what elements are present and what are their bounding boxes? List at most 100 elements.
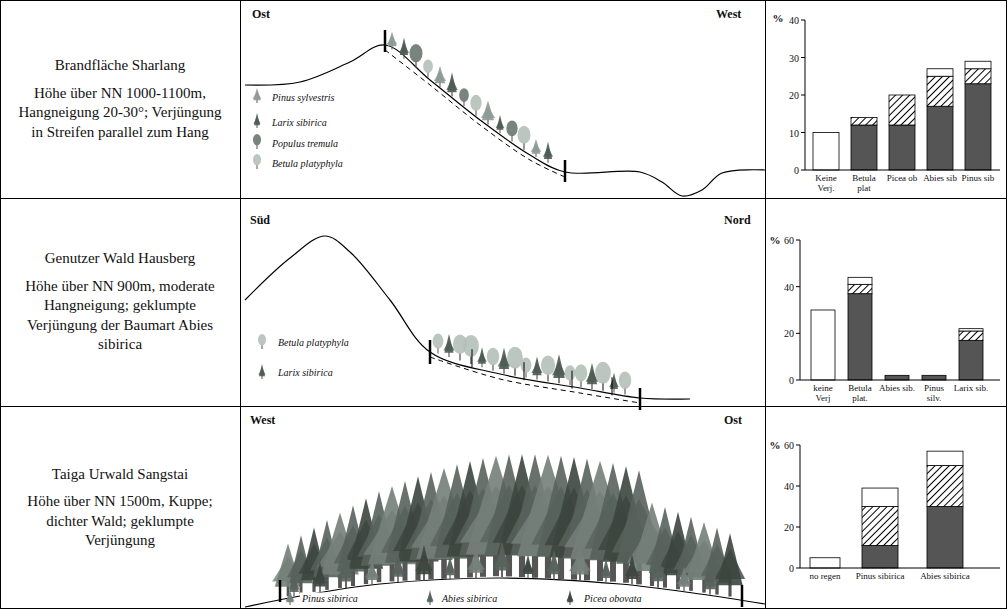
category-label: Larix sib. (953, 384, 989, 394)
legend-label: Pinus sibirica (300, 593, 360, 604)
tree-icon (506, 120, 517, 141)
table-rule (240, 0, 241, 609)
category-label: Pinus sibirica (850, 572, 910, 582)
tree-crown (566, 594, 573, 601)
category-label: Abies sib (922, 174, 958, 184)
tree-icon (253, 154, 261, 169)
tree-icon (493, 541, 510, 577)
axis-tick (801, 20, 805, 21)
tree-icon (444, 556, 456, 580)
tree-icon (426, 590, 433, 605)
tree-icon (253, 88, 262, 103)
tree-crown (487, 348, 499, 365)
tree-icon (541, 355, 555, 381)
tree-icon (518, 126, 531, 150)
axis-tick (801, 95, 805, 96)
tree-icon (531, 356, 542, 379)
category-label: Betula plat (846, 174, 882, 194)
tree-icon (459, 88, 469, 106)
bar-dark (848, 294, 872, 380)
tree-icon (477, 347, 487, 367)
tree-crown (253, 154, 261, 165)
tree-crown (481, 107, 495, 118)
tree-icon (258, 334, 266, 349)
x-axis (800, 380, 1000, 381)
cell-text: Höhe über NN 1000-1100m, Hangneigung 20-… (12, 84, 228, 143)
direction-label: Ost (252, 7, 270, 22)
tree-crown (253, 88, 261, 100)
tree-icon (434, 66, 447, 87)
tree-crown (434, 71, 447, 81)
category-label: Abies sib. (879, 384, 915, 394)
tree-crown (609, 378, 619, 387)
tree-crown (426, 594, 433, 601)
tree-crown (715, 549, 745, 579)
tree-crown (415, 554, 432, 571)
tree-crown (703, 572, 717, 586)
tree-icon (566, 590, 573, 605)
bar-hatched (848, 284, 872, 293)
tree-crown (446, 79, 458, 90)
axis-tick (796, 527, 800, 528)
category-label: no regen (795, 572, 855, 582)
bar-dark (922, 375, 946, 380)
ground-line (245, 45, 765, 196)
x-axis (800, 568, 1000, 569)
tree-crown (532, 356, 541, 375)
legend-icons (253, 88, 574, 605)
boundary-mark (564, 160, 567, 182)
direction-label: West (250, 413, 275, 428)
tree-crown (544, 142, 552, 159)
tree-icon (399, 38, 409, 59)
y-axis (800, 445, 801, 568)
tree-crown (423, 59, 433, 73)
tree-crown (286, 594, 295, 601)
tree-crown (470, 95, 481, 111)
tree-crown (600, 564, 612, 575)
tree-icon (253, 134, 261, 149)
tree-crown (552, 362, 566, 376)
boundary-mark (384, 30, 387, 52)
tree-crown (649, 561, 666, 578)
tick-label: 20 (784, 328, 794, 339)
bar-hatched (889, 95, 915, 125)
tree-crown (259, 364, 265, 376)
tree-crown (467, 556, 485, 570)
tree-icon (387, 31, 398, 49)
tree-icon (565, 365, 576, 385)
legend-label: Pinus sylvestris (270, 92, 337, 103)
axis-tick (801, 170, 805, 171)
tree-icon (443, 334, 454, 357)
tree-crown (391, 560, 405, 574)
legend-label: Picea obovata (582, 593, 643, 604)
boundary-mark (279, 580, 282, 602)
axis-tick (801, 57, 805, 58)
tree-icon (433, 334, 444, 354)
tree-crown (522, 560, 534, 571)
bar-dark (965, 84, 991, 170)
tree-crown (337, 561, 354, 578)
tick-label: 40 (784, 281, 794, 292)
tree-icon (625, 555, 639, 585)
bar-white (959, 329, 983, 331)
tree-crown (445, 556, 455, 576)
tree-icon (481, 101, 495, 125)
tree-icon (410, 44, 423, 68)
tree-crown (547, 557, 561, 571)
category-label: Abies sibirica (915, 572, 975, 582)
tick-label: 10 (789, 127, 799, 138)
category-label: Keine Verj. (808, 174, 844, 194)
bar-hatched (965, 69, 991, 84)
table-rule (0, 406, 1007, 407)
description-cell: Genutzer Wald HausbergHöhe über NN 900m,… (0, 198, 240, 406)
cell-heading: Genutzer Wald Hausberg (45, 249, 196, 269)
tree-icon (470, 95, 481, 116)
tree-icon (575, 364, 587, 387)
tree-icon (507, 347, 523, 376)
tree-crown (506, 120, 517, 136)
tree-crown (254, 113, 260, 125)
bar-white (927, 451, 963, 465)
tree-icon (423, 59, 433, 77)
bar-chart (796, 240, 1000, 380)
tree-icon (391, 552, 405, 582)
